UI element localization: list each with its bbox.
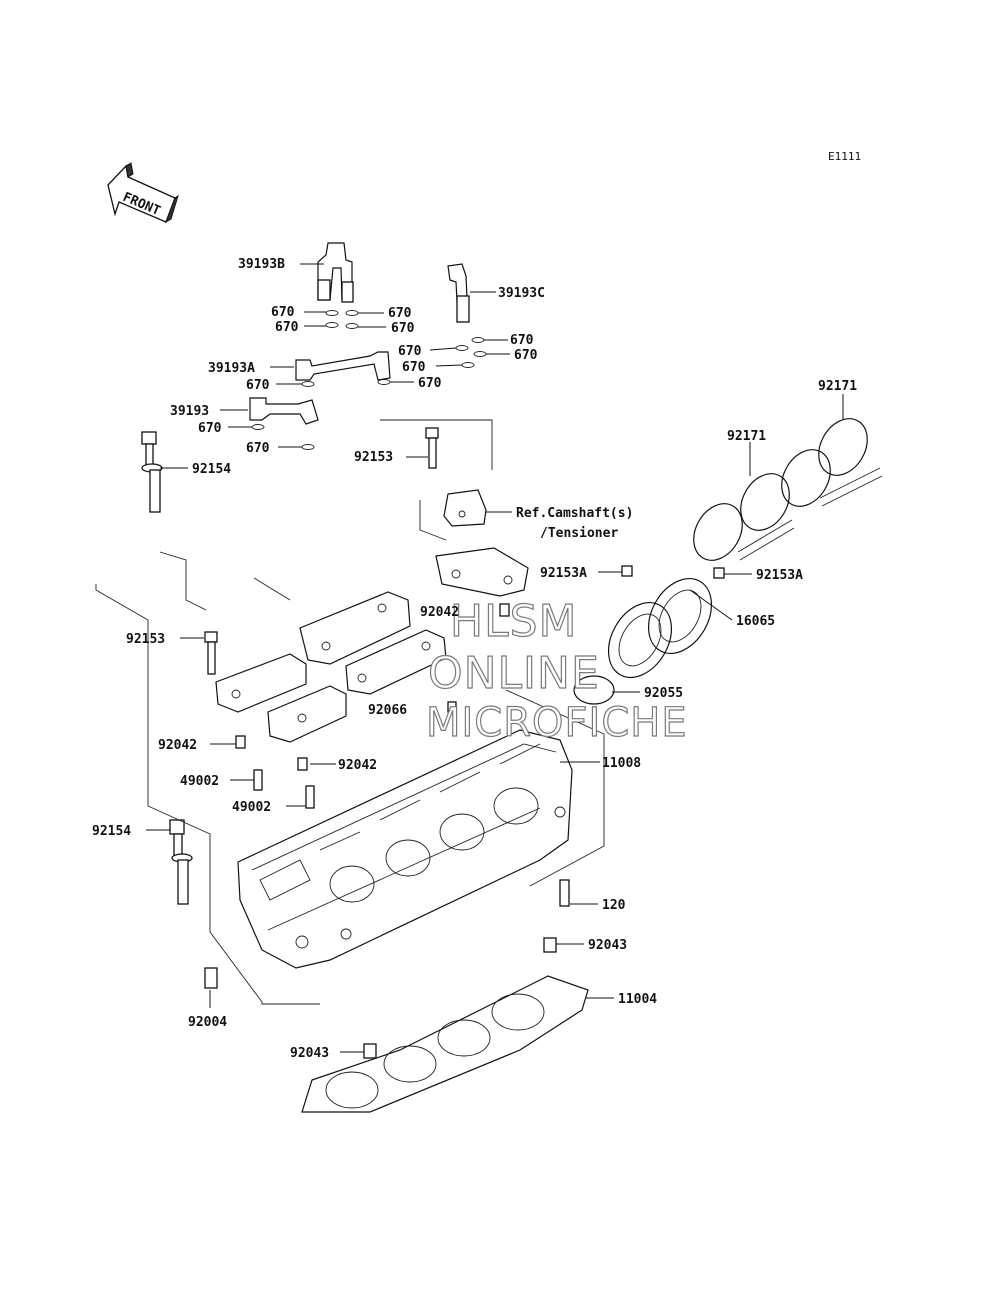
callout-92153[interactable]: 92153 xyxy=(126,632,165,647)
part-callouts: 39193B 39193C 670 670 670 670 670 670 67… xyxy=(92,257,857,1061)
callout-39193b[interactable]: 39193B xyxy=(238,257,285,272)
callout-670[interactable]: 670 xyxy=(246,441,270,456)
callout-92171[interactable]: 92171 xyxy=(818,379,857,394)
intake-holders-drawing xyxy=(607,565,725,678)
callout-92055[interactable]: 92055 xyxy=(644,686,683,701)
front-arrow-icon: FRONT xyxy=(107,162,179,224)
callout-670[interactable]: 670 xyxy=(246,378,270,393)
callout-670[interactable]: 670 xyxy=(514,348,538,363)
callout-92153a[interactable]: 92153A xyxy=(756,568,803,583)
callout-92042[interactable]: 92042 xyxy=(338,758,377,773)
camshaft-cap-left-drawing xyxy=(215,653,307,713)
callout-16065[interactable]: 16065 xyxy=(736,614,775,629)
callout-92066[interactable]: 92066 xyxy=(368,703,407,718)
callout-670[interactable]: 670 xyxy=(275,320,299,335)
callout-670[interactable]: 670 xyxy=(418,376,442,391)
pipe-39193b-drawing xyxy=(317,242,354,303)
head-gasket-drawing xyxy=(301,975,589,1113)
bolt-92153-upper-drawing xyxy=(425,427,439,469)
callout-49002[interactable]: 49002 xyxy=(232,800,271,815)
reference-note-line2: /Tensioner xyxy=(540,526,618,541)
watermark: HLSM ONLINE MICROFICHE xyxy=(425,595,688,746)
callout-92154[interactable]: 92154 xyxy=(192,462,231,477)
plug-92004-drawing xyxy=(204,967,218,989)
callout-120[interactable]: 120 xyxy=(602,898,626,913)
callout-49002[interactable]: 49002 xyxy=(180,774,219,789)
callout-92153[interactable]: 92153 xyxy=(354,450,393,465)
callout-39193a[interactable]: 39193A xyxy=(208,361,255,376)
callout-92043[interactable]: 92043 xyxy=(588,938,627,953)
stud-120-drawing xyxy=(559,879,570,907)
pipe-39193c-drawing xyxy=(447,263,470,323)
callout-670[interactable]: 670 xyxy=(402,360,426,375)
callout-39193[interactable]: 39193 xyxy=(170,404,209,419)
callout-92042[interactable]: 92042 xyxy=(158,738,197,753)
watermark-line2: ONLINE xyxy=(428,648,600,699)
leader-lines xyxy=(146,263,844,1053)
assembly-outlines xyxy=(95,419,605,1005)
camshaft-cap-upper-drawing xyxy=(299,591,411,665)
callout-11004[interactable]: 11004 xyxy=(618,992,657,1007)
watermark-line3: MICROFICHE xyxy=(426,700,688,746)
callout-39193c[interactable]: 39193C xyxy=(498,286,545,301)
bolt-92154-lower-drawing xyxy=(169,819,193,905)
callout-670[interactable]: 670 xyxy=(198,421,222,436)
camshaft-cap-ref-drawing xyxy=(435,547,529,597)
callout-92154[interactable]: 92154 xyxy=(92,824,131,839)
callout-92042[interactable]: 92042 xyxy=(420,605,459,620)
bolt-92153-left-drawing xyxy=(204,631,218,675)
callout-92171[interactable]: 92171 xyxy=(727,429,766,444)
intake-clamps-drawing xyxy=(693,418,883,561)
callout-670[interactable]: 670 xyxy=(391,321,415,336)
cylinder-head-drawing xyxy=(237,729,573,969)
watermark-line1: HLSM xyxy=(450,596,578,647)
o-ring-92055-drawing xyxy=(573,675,615,705)
callout-670[interactable]: 670 xyxy=(388,306,412,321)
callout-670[interactable]: 670 xyxy=(510,333,534,348)
callout-92043[interactable]: 92043 xyxy=(290,1046,329,1061)
dowels-drawing xyxy=(235,603,557,1059)
diagram-code: E1111 xyxy=(828,150,861,163)
callout-92153a[interactable]: 92153A xyxy=(540,566,587,581)
callout-11008[interactable]: 11008 xyxy=(602,756,641,771)
callout-670[interactable]: 670 xyxy=(398,344,422,359)
pipe-39193a-drawing xyxy=(295,351,391,381)
callout-670[interactable]: 670 xyxy=(271,305,295,320)
callout-92004[interactable]: 92004 xyxy=(188,1015,227,1030)
reference-note-line1: Ref.Camshaft(s) xyxy=(516,506,633,521)
camshaft-cap-center-drawing xyxy=(345,629,447,695)
bolt-92154-upper-drawing xyxy=(141,431,163,513)
tensioner-bracket-drawing xyxy=(443,489,487,527)
camshaft-cap-lower-drawing xyxy=(267,685,347,743)
pipe-39193-drawing xyxy=(249,397,319,425)
